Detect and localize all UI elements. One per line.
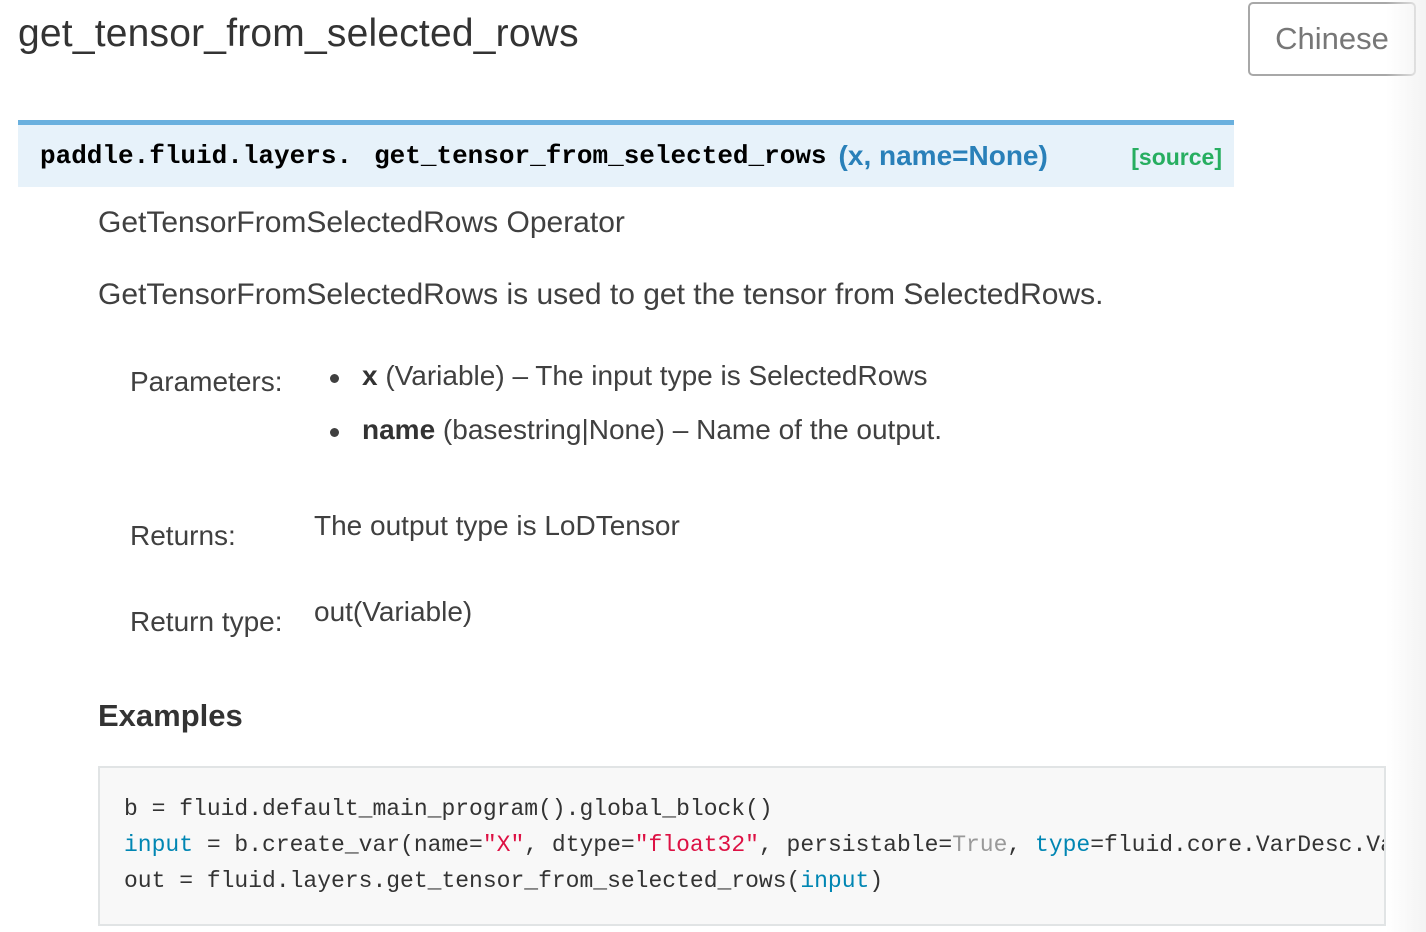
code-token: , dtype= [524, 832, 635, 858]
code-token-string: "X" [482, 832, 525, 858]
code-token: b = fluid.default_main_program().global_… [124, 796, 773, 822]
code-block[interactable]: b = fluid.default_main_program().global_… [98, 766, 1386, 926]
parameters-label: Parameters: [130, 366, 283, 397]
code-line: input = b.create_var(name="X", dtype="fl… [124, 832, 1384, 858]
parameter-description: (Variable) – The input type is SelectedR… [377, 360, 928, 391]
return-type-value: out(Variable) [314, 596, 473, 627]
parameter-name: name [362, 414, 436, 445]
examples-heading: Examples [98, 698, 243, 733]
code-token: , persistable= [758, 832, 953, 858]
api-signature: paddle.fluid.layers. get_tensor_from_sel… [18, 120, 1234, 187]
code-line: out = fluid.layers.get_tensor_from_selec… [124, 868, 883, 894]
signature-params: (x, name=None) [838, 140, 1048, 171]
bullet-icon [330, 374, 339, 383]
code-token: =fluid.core.VarDesc.VarTyp [1090, 832, 1384, 858]
bullet-icon [330, 428, 339, 437]
code-token-builtin: input [124, 832, 194, 858]
parameter-description: (basestring|None) – Name of the output. [435, 414, 943, 445]
description-detail: GetTensorFromSelectedRows is used to get… [98, 278, 1104, 311]
parameter-item: name (basestring|None) – Name of the out… [328, 414, 942, 468]
parameter-name: x [362, 360, 378, 391]
code-token-builtin: type [1035, 832, 1091, 858]
code-token: , [1007, 832, 1036, 858]
code-token: ) [869, 868, 884, 894]
description-summary: GetTensorFromSelectedRows Operator [98, 206, 625, 239]
parameter-item: x (Variable) – The input type is Selecte… [328, 360, 942, 414]
code-token-builtin: input [800, 868, 870, 894]
returns-value: The output type is LoDTensor [314, 510, 680, 541]
code-token-string: "float32" [634, 832, 759, 858]
code-token-constant: True [952, 832, 1008, 858]
page-title: get_tensor_from_selected_rows [18, 12, 579, 55]
source-link[interactable]: [source] [1131, 144, 1222, 170]
returns-label: Returns: [130, 520, 236, 551]
code-line: b = fluid.default_main_program().global_… [124, 796, 773, 822]
scroll-shadow [1386, 0, 1426, 932]
signature-module: paddle.fluid.layers. [40, 141, 353, 171]
code-token: = b.create_var(name= [193, 832, 483, 858]
code-token: out = fluid.layers.get_tensor_from_selec… [124, 868, 801, 894]
parameter-list: x (Variable) – The input type is Selecte… [328, 360, 942, 468]
return-type-label: Return type: [130, 606, 283, 637]
signature-function-name: get_tensor_from_selected_rows [374, 141, 827, 171]
